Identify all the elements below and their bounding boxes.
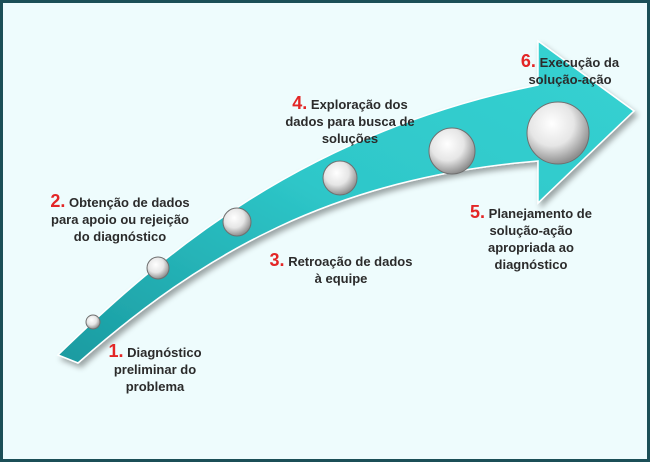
step-text-line: preliminar do xyxy=(113,362,197,377)
milestone-circle-6 xyxy=(526,101,590,165)
step-text-line: diagnóstico xyxy=(494,257,568,272)
step-text-line: do diagnóstico xyxy=(73,229,167,244)
step-text-line: dados para busca de xyxy=(285,114,415,129)
step-number: 4. xyxy=(292,93,308,113)
step-number: 1. xyxy=(108,341,124,361)
step-number: 2. xyxy=(50,191,66,211)
step-number: 3. xyxy=(269,250,285,270)
milestone-circle-2 xyxy=(146,256,170,280)
step-text-line: apropriada ao xyxy=(488,240,574,255)
step-text-line: Diagnóstico xyxy=(127,345,202,360)
step-text-line: problema xyxy=(125,379,185,394)
step-text-line: Execução da xyxy=(539,55,620,70)
step-text-line: Retroação de dados xyxy=(288,254,413,269)
step-text-line: Exploração dos xyxy=(310,97,408,112)
step-number: 6. xyxy=(520,51,536,71)
step-1-label: 1. Diagnóstico preliminar do problema xyxy=(85,341,225,395)
milestone-circle-5 xyxy=(428,127,476,175)
step-6-label: 6. Execução da solução-ação xyxy=(505,51,635,88)
step-4-label: 4. Exploração dos dados para busca de so… xyxy=(265,93,435,147)
step-text-line: à equipe xyxy=(314,271,368,286)
step-text-line: Planejamento de xyxy=(488,206,592,221)
milestone-circles xyxy=(85,101,590,330)
arrow-body xyxy=(56,39,636,364)
step-3-label: 3. Retroação de dados à equipe xyxy=(251,250,431,287)
step-text-line: solução-ação xyxy=(489,223,573,238)
step-text-line: Obtenção de dados xyxy=(69,195,190,210)
milestone-circle-1 xyxy=(85,314,101,330)
step-5-label: 5. Planejamento de solução-ação apropria… xyxy=(451,202,611,273)
step-number: 5. xyxy=(470,202,486,222)
milestone-circle-4 xyxy=(322,160,358,196)
step-text-line: solução-ação xyxy=(528,72,612,87)
step-text-line: soluções xyxy=(321,131,379,146)
step-text-line: para apoio ou rejeição xyxy=(51,212,189,227)
milestone-circle-3 xyxy=(222,207,252,237)
step-2-label: 2. Obtenção de dados para apoio ou rejei… xyxy=(25,191,215,245)
curved-arrow xyxy=(56,39,636,364)
